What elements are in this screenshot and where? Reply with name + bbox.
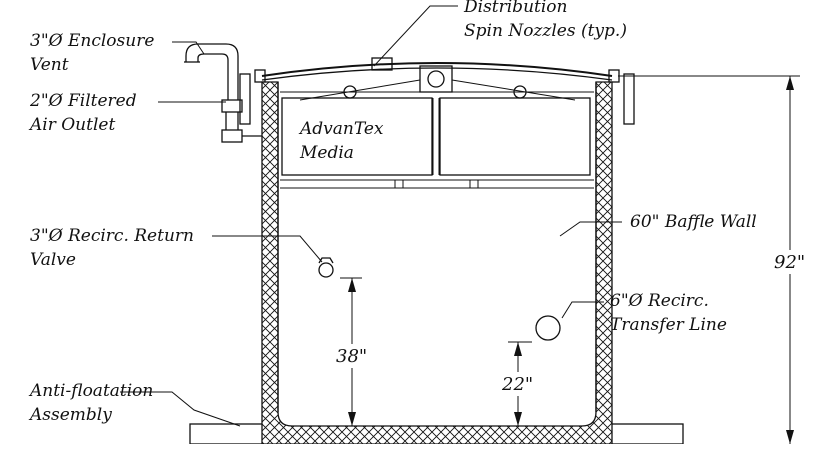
transfer-line-label-line2: Transfer Line	[610, 315, 727, 335]
dim-transfer-height: 22"	[500, 341, 536, 426]
callout-leaders	[120, 5, 604, 427]
advantex-media: AdvanTex Media	[281, 97, 591, 176]
enclosure-lid	[239, 57, 635, 189]
dim-total-height: 92"	[618, 75, 806, 444]
distribution-label-line2: Spin Nozzles (typ.)	[464, 21, 627, 41]
enclosure-vent-label-line1: 3"Ø Enclosure	[30, 31, 154, 51]
anti-float-label-line1: Anti-floatation	[28, 381, 153, 401]
filtered-outlet-label-line1: 2"Ø Filtered	[29, 91, 137, 111]
media-label-line2: Media	[299, 143, 354, 163]
dim-valve-height: 38"	[334, 277, 370, 426]
baffle-wall-label: 60" Baffle Wall	[630, 212, 757, 232]
return-valve-label-line2: Valve	[30, 250, 76, 270]
return-valve-label-line1: 3"Ø Recirc. Return	[30, 226, 194, 246]
vent-pipe	[184, 43, 262, 143]
dim-92-label: 92"	[774, 252, 805, 273]
baffle-wall-leader	[559, 221, 622, 237]
distribution-label-line1: Distribution	[463, 0, 567, 17]
enclosure-vent-label-line2: Vent	[30, 55, 69, 75]
transfer-line-label-line1: 6"Ø Recirc.	[610, 291, 709, 311]
dim-38-label: 38"	[336, 346, 367, 367]
anti-float-label-line2: Assembly	[28, 405, 112, 425]
transfer-line	[535, 315, 561, 341]
filtered-outlet-label-line2: Air Outlet	[28, 115, 115, 135]
dim-22-label: 22"	[501, 374, 533, 395]
media-label-line1: AdvanTex	[298, 119, 384, 139]
